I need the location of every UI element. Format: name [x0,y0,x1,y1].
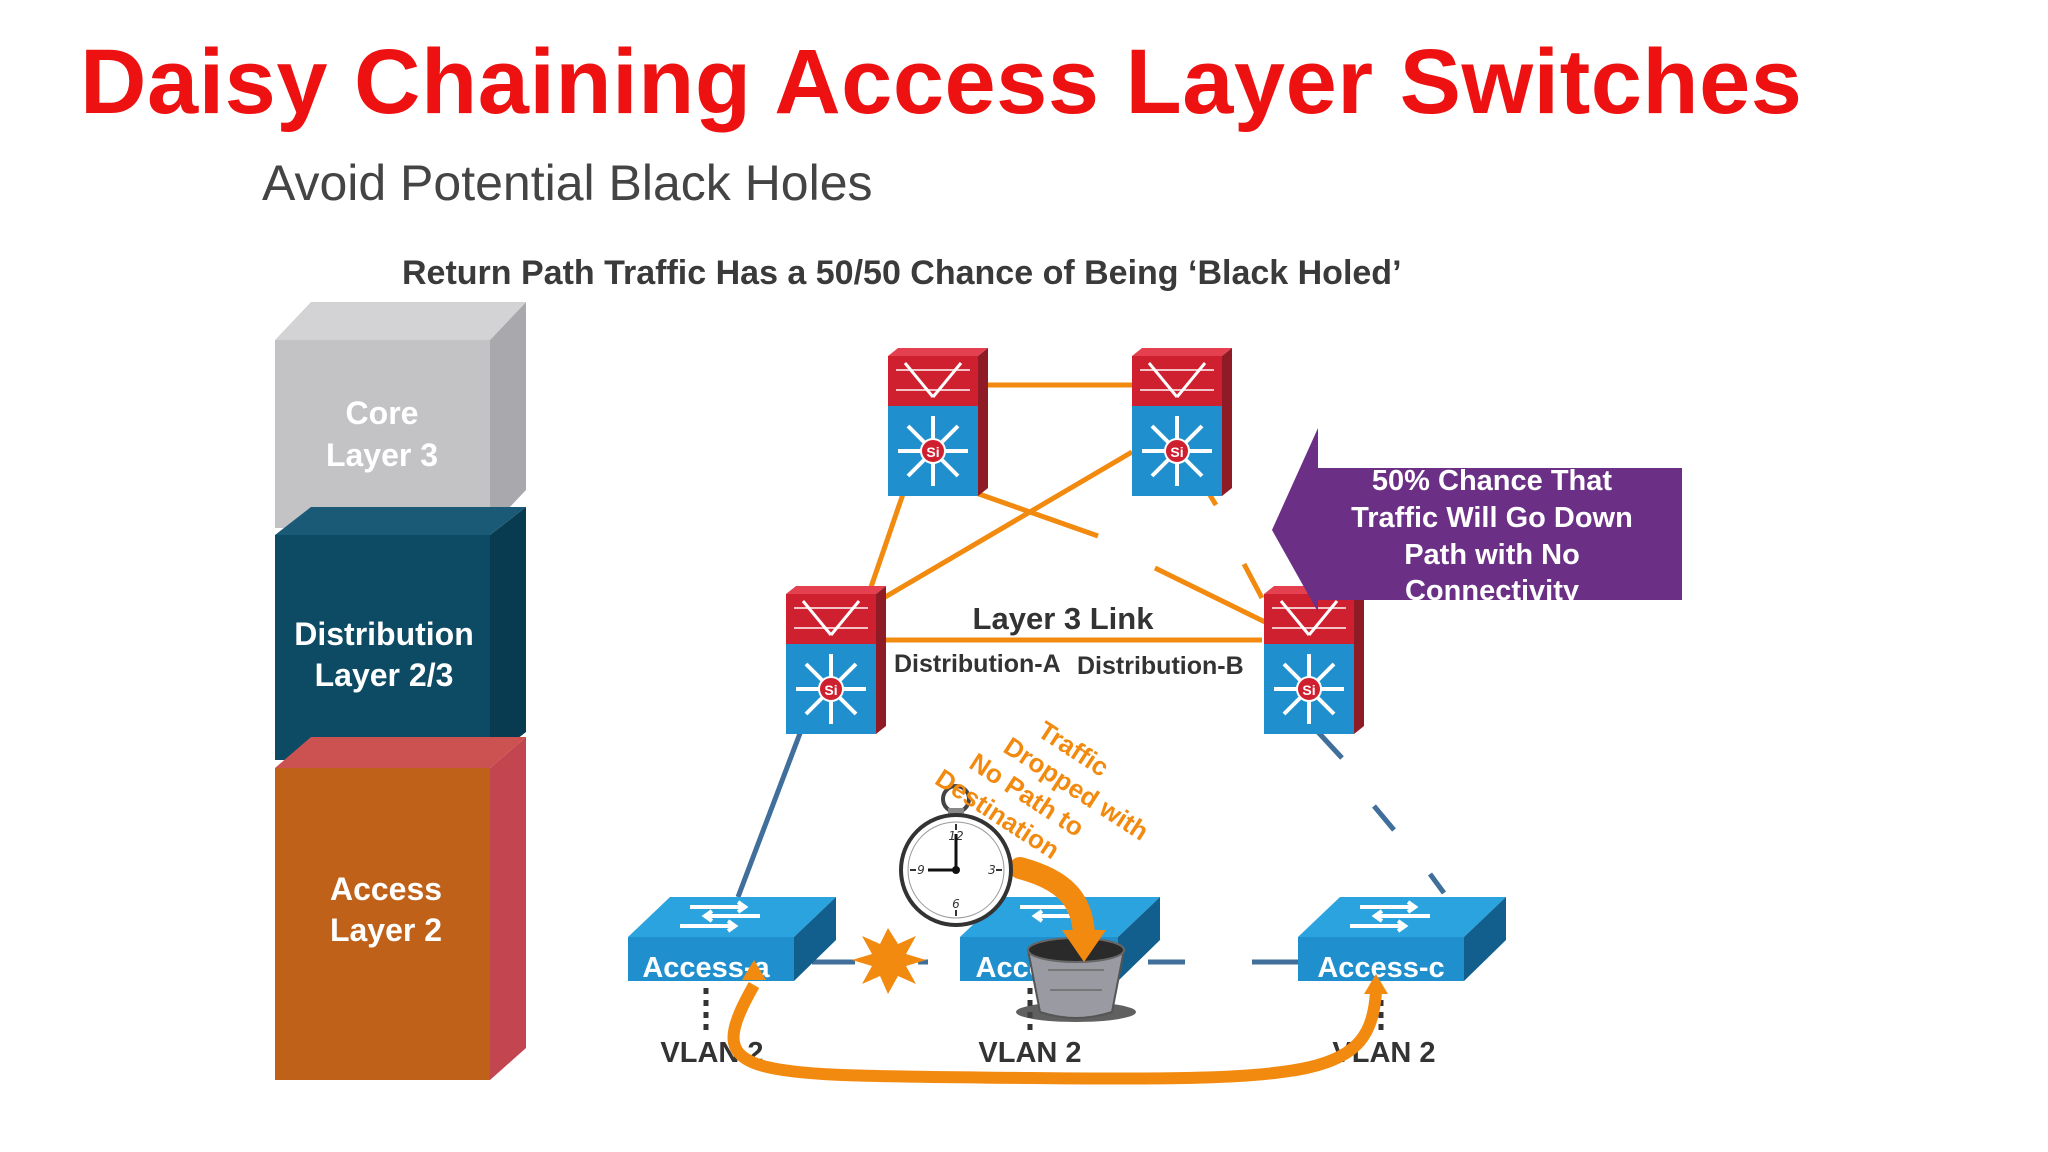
distribution-layer-label: Distribution [294,616,474,652]
access-layer-label: Access [330,871,442,907]
si-badge: Si [926,444,939,460]
distribution-a-label: Distribution-A [894,650,1061,678]
stopwatch-icon: 12 3 6 9 [899,784,1013,927]
vlan-b-label: VLAN 2 [978,1037,1081,1069]
core-b-dist-b-link-end [1241,562,1265,600]
dist-b-access-c-link-2 [1372,804,1396,832]
return-arrow-head-left [742,960,766,980]
return-path-arrow [727,982,1382,1085]
layer3-link-label: Layer 3 Link [973,601,1155,636]
access-switch-c: Access-c [1298,897,1506,984]
distribution-switch-a: Si [786,586,886,734]
slide-title: Daisy Chaining Access Layer Switches [80,31,1803,133]
access-c-label: Access-c [1317,952,1444,984]
links [735,382,1447,965]
si-badge: Si [1170,444,1183,460]
return-arrow-head-right [1364,974,1388,994]
drop-arrow-head [1062,930,1106,962]
core-layer-block: Core Layer 3 [275,302,526,528]
distribution-layer-sublabel: Layer 2/3 [315,657,454,693]
black-hole-callout: 50% Chance That Traffic Will Go Down Pat… [1272,428,1682,612]
dist-b-access-c-link-3 [1427,872,1447,895]
callout-line-3: Path with No [1404,539,1580,571]
core-layer-label: Core [346,395,419,431]
access-layer-block: Access Layer 2 [275,737,526,1080]
slide-subtitle: Avoid Potential Black Holes [262,155,873,211]
access-switch-a: Access-a [628,897,836,984]
layer-stack: Core Layer 3 Distribution Layer 2/3 Acce… [275,302,526,1080]
si-badge: Si [824,682,837,698]
switch-arrows-icon [680,900,760,933]
si-badge: Si [1302,682,1315,698]
core-switch-a: Si [888,348,988,496]
distribution-layer-block: Distribution Layer 2/3 [275,507,526,760]
core-switch-b: Si [1132,348,1232,496]
distribution-switch-b: Si [1264,586,1364,734]
core-a-dist-b-link [961,485,1099,539]
drop-into-bucket-arrow [1009,857,1095,945]
diagram-caption: Return Path Traffic Has a 50/50 Chance o… [402,254,1402,292]
access-layer-sublabel: Layer 2 [330,912,442,948]
callout-line-1: 50% Chance That [1372,465,1612,497]
dist-b-access-c-link-1 [1316,730,1344,760]
callout-line-2: Traffic Will Go Down [1351,502,1633,534]
clock-3: 3 [988,863,996,877]
switch-arrows-icon [1350,900,1430,933]
distribution-b-label: Distribution-B [1077,652,1244,680]
core-a-dist-b-link-end [1153,565,1267,625]
clock-6: 6 [952,897,960,911]
core-layer-sublabel: Layer 3 [326,437,438,473]
clock-9: 9 [917,863,925,877]
link-failure-burst-icon [852,928,926,994]
black-hole-bucket-icon [1016,937,1136,1022]
dist-a-access-a-link [735,727,805,898]
core-b-dist-a-link [878,449,1134,603]
